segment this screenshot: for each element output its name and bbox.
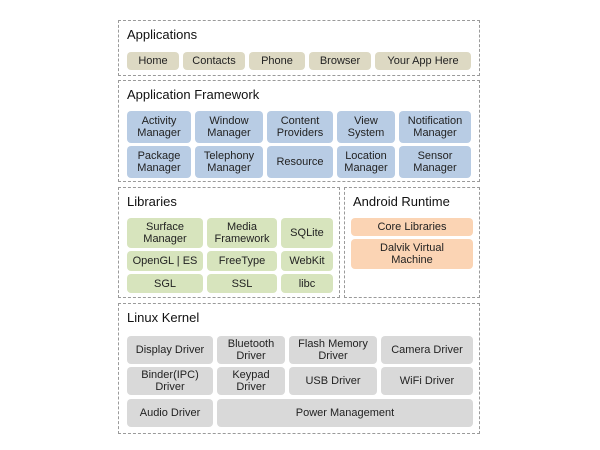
kernel-layer: Linux Kernel Display Driver Bluetooth Dr… [118, 303, 480, 434]
kernel-keypad-driver: Keypad Driver [217, 367, 285, 395]
framework-content-providers: Content Providers [267, 111, 333, 143]
framework-resource: Resource [267, 146, 333, 178]
applications-title: Applications [127, 27, 198, 42]
kernel-bluetooth-driver: Bluetooth Driver [217, 336, 285, 364]
framework-window-manager: Window Manager [195, 111, 263, 143]
framework-activity-manager: Activity Manager [127, 111, 191, 143]
lib-opengl-es: OpenGL | ES [127, 251, 203, 271]
app-home: Home [127, 52, 179, 70]
kernel-title: Linux Kernel [127, 310, 200, 325]
runtime-layer: Android Runtime Core Libraries Dalvik Vi… [344, 187, 480, 298]
framework-view-system: View System [337, 111, 395, 143]
lib-media-framework: Media Framework [207, 218, 277, 248]
applications-layer: Applications Home Contacts Phone Browser… [118, 20, 480, 76]
runtime-title: Android Runtime [353, 194, 450, 209]
framework-layer: Application Framework Activity Manager W… [118, 80, 480, 182]
framework-sensor-manager: Sensor Manager [399, 146, 471, 178]
framework-telephony-manager: Telephony Manager [195, 146, 263, 178]
framework-notification-manager: Notification Manager [399, 111, 471, 143]
lib-sgl: SGL [127, 274, 203, 293]
kernel-power-management: Power Management [217, 399, 473, 427]
lib-sqlite: SQLite [281, 218, 333, 248]
framework-package-manager: Package Manager [127, 146, 191, 178]
runtime-dalvik-vm: Dalvik Virtual Machine [351, 239, 473, 269]
lib-webkit: WebKit [281, 251, 333, 271]
libraries-title: Libraries [127, 194, 177, 209]
kernel-camera-driver: Camera Driver [381, 336, 473, 364]
kernel-flash-memory-driver: Flash Memory Driver [289, 336, 377, 364]
kernel-audio-driver: Audio Driver [127, 399, 213, 427]
lib-freetype: FreeType [207, 251, 277, 271]
lib-surface-manager: Surface Manager [127, 218, 203, 248]
app-phone: Phone [249, 52, 305, 70]
framework-location-manager: Location Manager [337, 146, 395, 178]
runtime-core-libraries: Core Libraries [351, 218, 473, 236]
libraries-layer: Libraries Surface Manager Media Framewor… [118, 187, 340, 298]
app-your-app-here: Your App Here [375, 52, 471, 70]
app-contacts: Contacts [183, 52, 245, 70]
kernel-wifi-driver: WiFi Driver [381, 367, 473, 395]
lib-ssl: SSL [207, 274, 277, 293]
lib-libc: libc [281, 274, 333, 293]
framework-title: Application Framework [127, 87, 260, 102]
kernel-usb-driver: USB Driver [289, 367, 377, 395]
app-browser: Browser [309, 52, 371, 70]
kernel-display-driver: Display Driver [127, 336, 213, 364]
kernel-binder-ipc-driver: Binder(IPC) Driver [127, 367, 213, 395]
